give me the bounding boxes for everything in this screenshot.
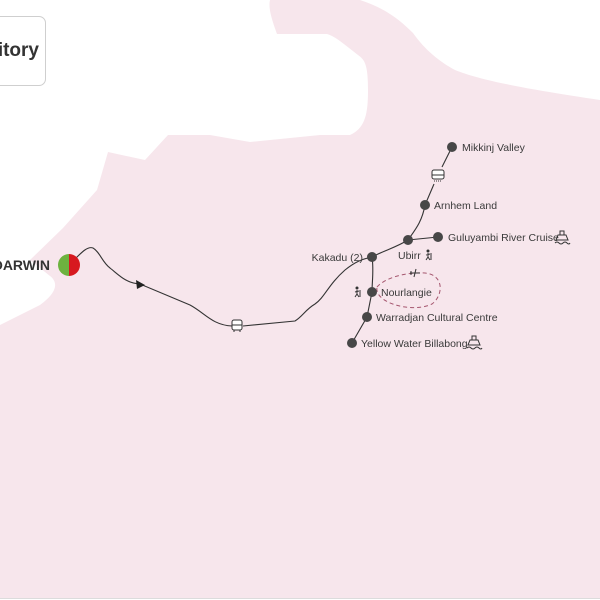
- boat-icon: [554, 230, 571, 245]
- darwin-marker[interactable]: [58, 254, 80, 276]
- stop-mikkinj-valley[interactable]: [447, 142, 457, 152]
- region-title: itory: [0, 40, 39, 61]
- label-ubirr: Ubirr: [398, 250, 421, 262]
- label-guluyambi: Guluyambi River Cruise: [448, 232, 559, 244]
- route-branch-guluyambi: [407, 236, 439, 241]
- stop-nourlangie[interactable]: [367, 287, 377, 297]
- stop-arnhem-land[interactable]: [420, 200, 430, 210]
- route-line: [75, 247, 373, 327]
- label-nourlangie: Nourlangie: [381, 287, 432, 299]
- stop-yellow-water[interactable]: [347, 338, 357, 348]
- direction-arrow-icon: [136, 280, 145, 289]
- region-title-box: itory: [0, 16, 46, 86]
- stop-ubirr[interactable]: [403, 235, 413, 245]
- flight-loop: [376, 272, 441, 309]
- bus-icon: [231, 319, 243, 332]
- stop-warradjan[interactable]: [362, 312, 372, 322]
- stop-guluyambi[interactable]: [433, 232, 443, 242]
- label-yellow-water: Yellow Water Billabong: [361, 338, 468, 350]
- hiker-icon: [354, 286, 361, 298]
- label-arnhem-land: Arnhem Land: [434, 200, 497, 212]
- hiker-icon: [425, 249, 432, 261]
- plane-icon: [410, 268, 420, 278]
- darwin-label: DARWIN: [0, 257, 50, 273]
- label-kakadu: Kakadu (2): [312, 252, 363, 264]
- stop-kakadu[interactable]: [367, 252, 377, 262]
- label-mikkinj-valley: Mikkinj Valley: [462, 142, 526, 154]
- label-warradjan: Warradjan Cultural Centre: [376, 312, 498, 324]
- jeep-icon: [431, 169, 445, 182]
- boat-icon: [466, 335, 483, 350]
